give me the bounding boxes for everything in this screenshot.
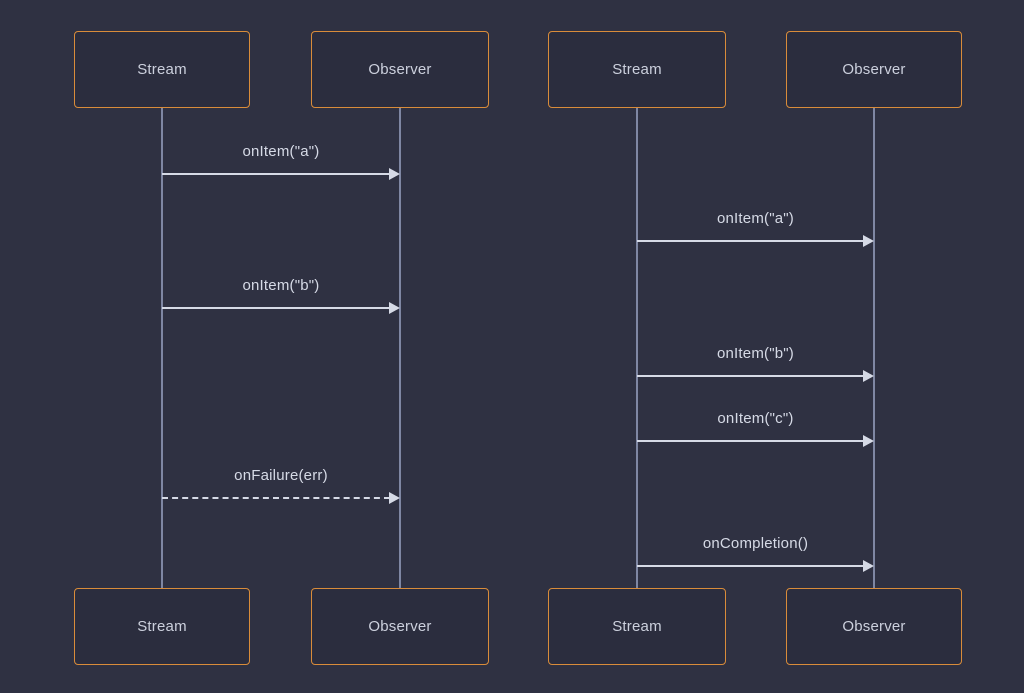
participant-label: Observer — [842, 61, 906, 78]
participant-label: Stream — [612, 61, 662, 78]
message-line — [162, 173, 390, 175]
message-arrowhead — [863, 370, 874, 382]
lifeline-right-stream — [636, 108, 638, 588]
participant-label: Observer — [842, 618, 906, 635]
message-line — [637, 440, 864, 442]
message-line — [637, 375, 864, 377]
message-label: onItem("c") — [717, 410, 794, 427]
participant-box-right-header-observer: Observer — [786, 31, 962, 108]
participant-label: Stream — [137, 618, 187, 635]
message-label: onCompletion() — [702, 535, 809, 552]
participant-label: Stream — [137, 61, 187, 78]
participant-box-right-footer-stream: Stream — [548, 588, 726, 665]
message-arrowhead — [863, 560, 874, 572]
message-line — [637, 240, 864, 242]
participant-box-left-footer-observer: Observer — [311, 588, 489, 665]
lifeline-right-observer — [873, 108, 875, 588]
participant-label: Stream — [612, 618, 662, 635]
participant-box-right-footer-observer: Observer — [786, 588, 962, 665]
message-label: onItem("b") — [716, 345, 795, 362]
message-label: onItem("b") — [242, 277, 320, 294]
participant-box-right-header-stream: Stream — [548, 31, 726, 108]
message-arrowhead — [389, 168, 400, 180]
lifeline-left-observer — [399, 108, 401, 588]
message-arrowhead — [863, 235, 874, 247]
message-label: onFailure(err) — [234, 467, 328, 484]
lifeline-left-stream — [161, 108, 163, 588]
message-arrowhead — [389, 492, 400, 504]
message-line — [162, 307, 390, 309]
participant-box-left-header-stream: Stream — [74, 31, 250, 108]
message-label: onItem("a") — [242, 143, 320, 160]
message-arrowhead — [389, 302, 400, 314]
participant-label: Observer — [368, 61, 432, 78]
message-label: onItem("a") — [716, 210, 795, 227]
message-arrowhead — [863, 435, 874, 447]
participant-box-left-header-observer: Observer — [311, 31, 489, 108]
message-line — [162, 497, 390, 499]
participant-box-left-footer-stream: Stream — [74, 588, 250, 665]
participant-label: Observer — [368, 618, 432, 635]
message-line — [637, 565, 864, 567]
